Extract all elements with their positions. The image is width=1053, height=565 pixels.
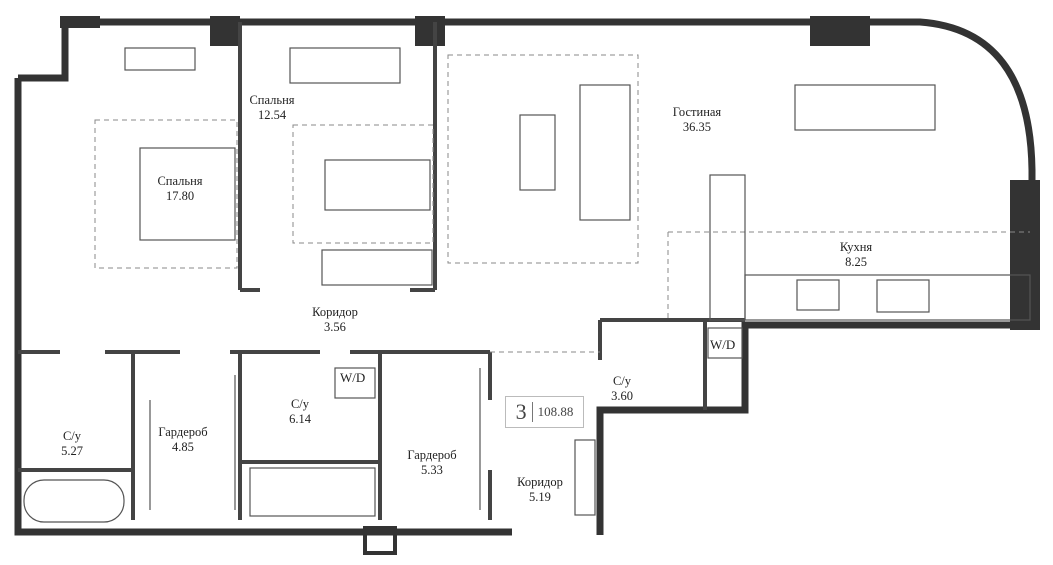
sofa-icon	[579, 84, 631, 221]
washer-icon	[707, 327, 743, 359]
kitchen-island-icon	[709, 174, 746, 321]
coat-rack-icon	[574, 439, 596, 516]
cooktop-icon	[876, 279, 930, 313]
outer-walls	[14, 18, 1036, 555]
window-gaps	[60, 16, 1040, 330]
wall-niche	[363, 526, 397, 555]
bathtub-icon	[23, 479, 125, 523]
apartment-badge: 3 108.88	[505, 396, 584, 428]
kitchen-counter-icon	[744, 274, 1031, 321]
zone-borders	[94, 54, 1030, 353]
dining-table-icon	[794, 84, 936, 131]
interior-walls	[18, 22, 745, 520]
badge-divider	[531, 402, 533, 422]
sink-icon	[796, 279, 840, 311]
washer-label: W/D	[340, 370, 366, 385]
desk-icon	[289, 47, 401, 84]
furniture	[23, 47, 1031, 523]
bed-icon	[139, 147, 236, 241]
coffee-table-icon	[519, 114, 556, 191]
bed-icon	[324, 159, 431, 211]
total-area: 108.88	[537, 404, 574, 419]
hanger-rods	[149, 368, 481, 510]
shower-icon	[249, 467, 376, 517]
wardrobe-icon	[321, 249, 433, 286]
washer-label: W/D	[710, 337, 736, 352]
room-count: 3	[515, 399, 527, 424]
dresser-icon	[124, 47, 196, 71]
washer-icon	[334, 367, 376, 399]
